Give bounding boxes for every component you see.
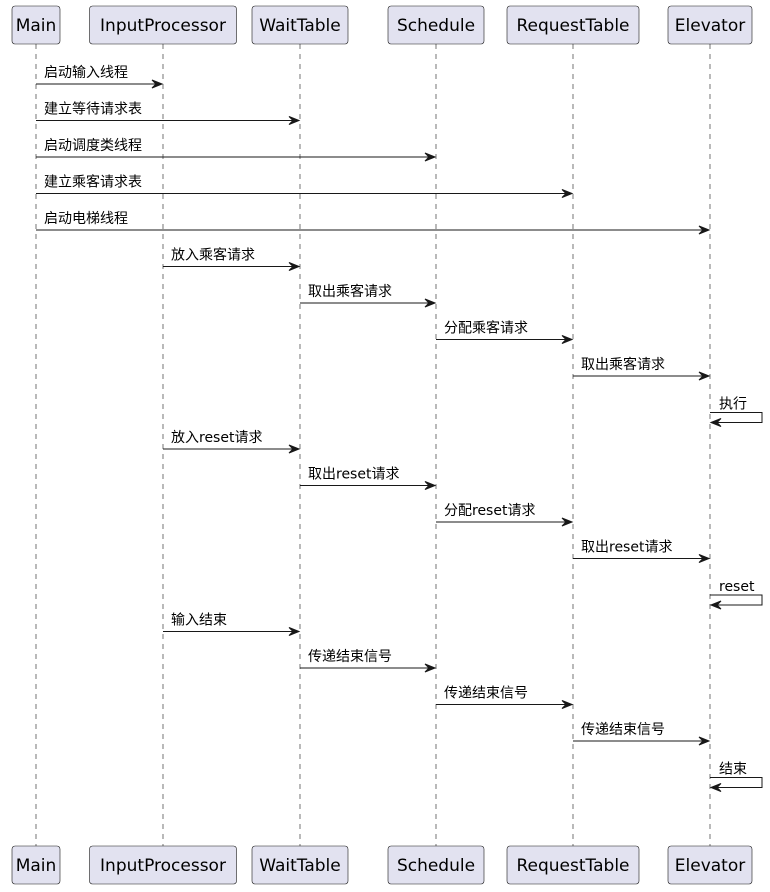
message-label: 传递结束信号 [308,649,392,665]
participant-box-wait-table-bottom [251,845,349,885]
message-label: 建立等待请求表 [44,101,142,118]
participant-box-request-table-bottom [506,845,640,885]
participant-box-input-processor-top [89,5,237,45]
participant-label-schedule-bottom: Schedule [397,856,475,876]
message-label: 分配reset请求 [444,503,535,519]
message-arrowhead [561,335,574,344]
participant-label-main-top: Main [16,16,57,36]
self-message-line [710,777,763,788]
self-message-label: 执行 [719,397,747,413]
participant-box-schedule-top [387,5,485,45]
participant-box-wait-table-top [251,5,349,45]
participant-box-main-top [11,5,61,45]
message-label: 取出乘客请求 [581,356,665,373]
participant-box-input-processor-bottom [89,845,237,885]
participant-label-wait-table-top: WaitTable [259,16,341,36]
message-arrowhead [561,189,574,198]
participant-label-schedule-top: Schedule [397,16,475,36]
message-label: 传递结束信号 [581,722,665,738]
message-arrowhead [709,600,722,610]
participant-box-schedule-bottom [387,845,485,885]
message-label: 传递结束信号 [444,686,528,702]
message-label: 启动输入线程 [44,65,128,81]
message-arrowhead [698,371,711,381]
message-arrowhead [698,554,711,563]
message-arrowhead [288,116,301,125]
participant-label-wait-table-bottom: WaitTable [259,856,341,876]
message-arrowhead [151,79,164,89]
message-label: 取出reset请求 [308,467,399,483]
self-message-label: reset [719,579,755,595]
message-arrowhead [698,225,711,235]
participant-box-elevator-top [667,5,753,45]
participant-label-request-table-top: RequestTable [516,16,629,36]
message-arrowhead [424,152,437,162]
message-arrowhead [561,517,574,527]
message-arrowhead [709,783,722,792]
message-arrowhead [288,627,301,636]
message-arrowhead [424,481,437,490]
self-message-line [710,594,763,606]
message-arrowhead [561,700,574,709]
message-label: 取出乘客请求 [308,283,392,300]
participant-label-input-processor-top: InputProcessor [100,16,226,36]
message-label: 启动电梯线程 [44,211,128,227]
message-label: 启动调度类线程 [44,138,142,154]
participant-label-main-bottom: Main [16,856,57,876]
message-label: 放入乘客请求 [171,247,255,264]
participant-label-input-processor-bottom: InputProcessor [100,856,226,876]
message-arrowhead [288,262,301,271]
message-arrowhead [698,736,711,746]
message-arrowhead [709,418,722,427]
message-arrowhead [424,663,437,673]
message-arrowhead [288,444,301,454]
participant-label-elevator-bottom: Elevator [675,856,745,876]
self-message-line [710,412,763,423]
participant-label-request-table-bottom: RequestTable [516,856,629,876]
participant-box-elevator-bottom [667,845,753,885]
message-label: 取出reset请求 [581,540,672,556]
message-label: 分配乘客请求 [444,320,528,337]
message-label: 输入结束 [171,613,227,629]
participant-box-request-table-top [506,5,640,45]
message-label: 放入reset请求 [171,430,262,446]
participant-label-elevator-top: Elevator [675,16,745,36]
self-message-label: 结束 [719,762,747,778]
participant-box-main-bottom [11,845,61,885]
message-arrowhead [424,298,437,308]
message-label: 建立乘客请求表 [44,174,142,191]
